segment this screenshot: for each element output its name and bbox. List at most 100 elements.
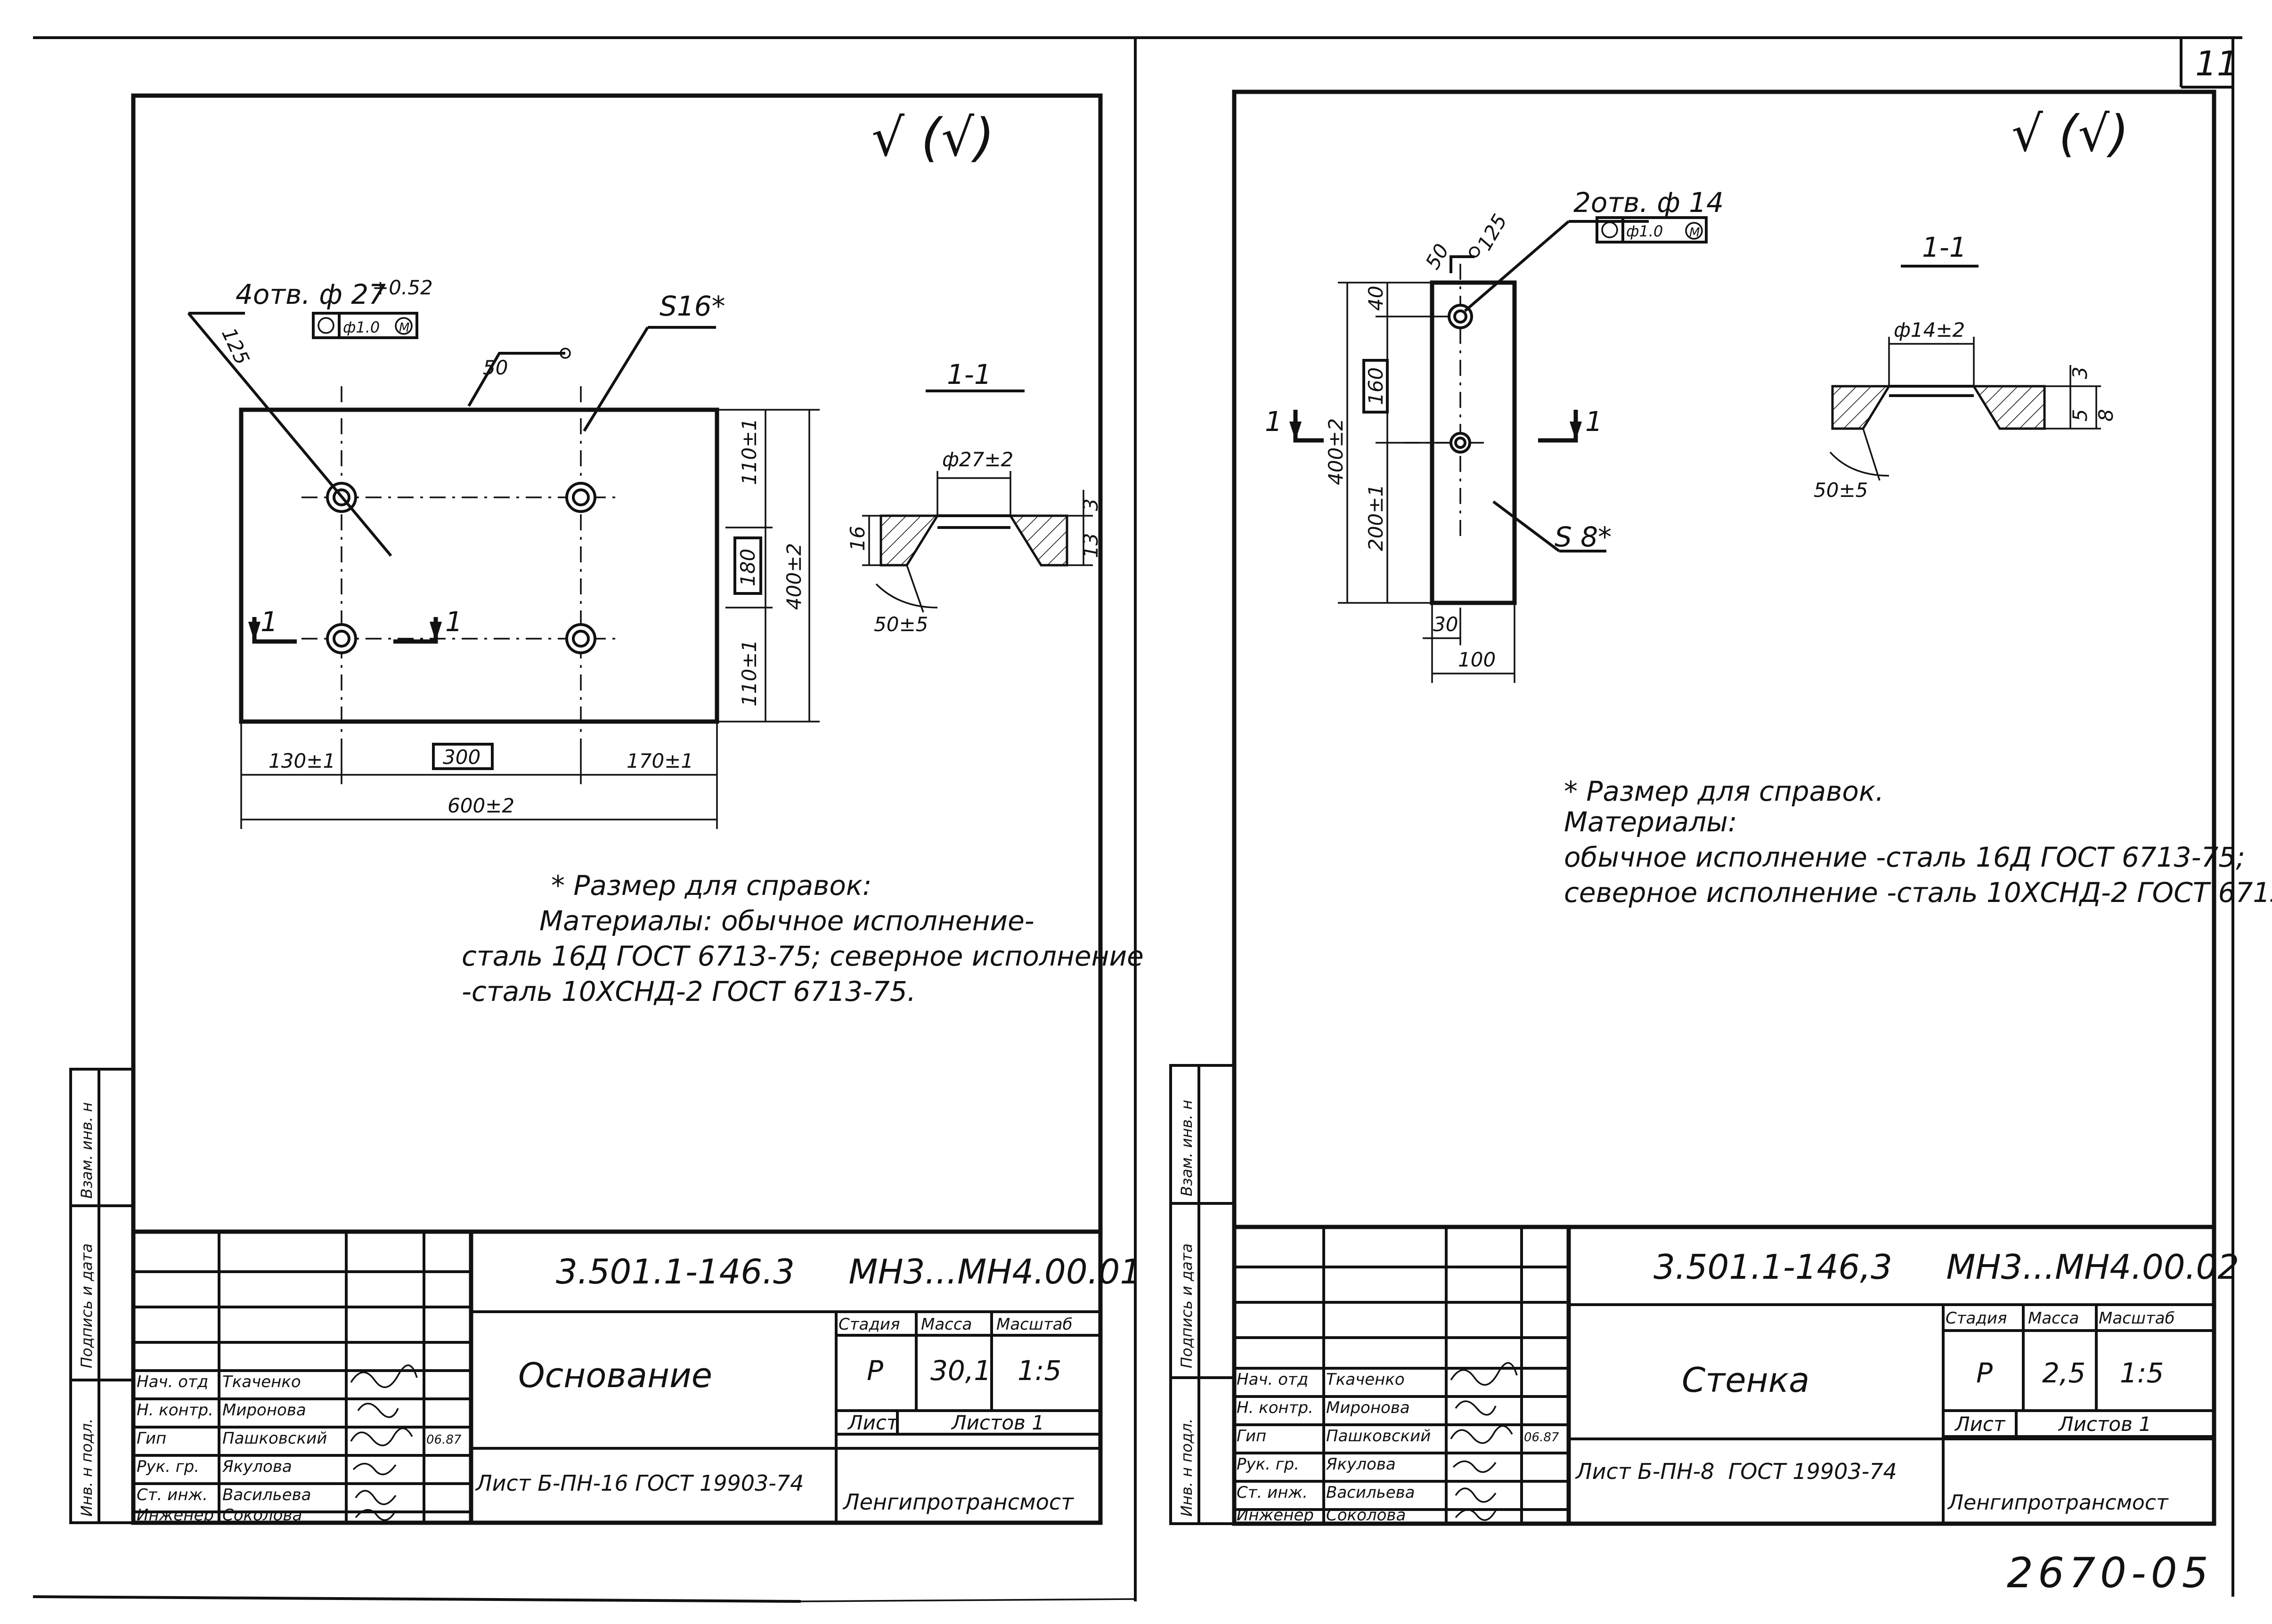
right-weld-label: 50: [1421, 240, 1453, 273]
left-role-5: Инженер: [137, 1506, 214, 1525]
base-holes: [326, 482, 596, 654]
left-dim-boxed-span: 300: [443, 746, 480, 769]
right-position-tolerance: ф1.0: [1626, 222, 1663, 240]
right-name-0: Ткаченко: [1326, 1370, 1405, 1389]
left-section-right-half: [1008, 514, 1068, 567]
left-holes-callout: 4отв. ф 27: [236, 278, 386, 310]
left-holes-tolerance: +0.52: [372, 276, 433, 299]
left-section-mark-b: 1: [445, 606, 463, 638]
right-note-2: Материалы:: [1564, 806, 1737, 838]
right-dim-width: 100: [1458, 648, 1496, 671]
left-name-3: Якулова: [222, 1457, 292, 1476]
left-dim-right: 170±1: [627, 749, 693, 772]
left-role-2: Гип: [137, 1429, 166, 1448]
right-name-4: Васильева: [1326, 1483, 1415, 1502]
left-name-5: Соколова: [222, 1506, 302, 1525]
right-section-diameter: ф14±2: [1894, 318, 1965, 341]
left-sheet: Инв. н подл. Подпись и дата Взам. инв. н…: [69, 93, 1144, 1525]
left-doc-code: 3.501.1-146.3 МН3...МН4.00.01: [556, 1252, 1141, 1291]
right-scale: 1:5: [2120, 1357, 2164, 1389]
right-mass: 2,5: [2042, 1357, 2085, 1389]
right-side-stamp: [1169, 1064, 1236, 1525]
right-section-title: 1-1: [1922, 231, 1967, 263]
right-sheets-label: Листов 1: [2058, 1413, 2151, 1436]
right-section-angle: 50±5: [1814, 479, 1868, 502]
left-name-4: Васильева: [222, 1486, 311, 1504]
left-modifier: M: [399, 321, 409, 335]
right-section-right-half: [1971, 385, 2046, 430]
right-dim-inset: 30: [1433, 613, 1458, 636]
left-role-1: Н. контр.: [137, 1401, 213, 1420]
left-dim-bottom: 110±1: [738, 640, 761, 706]
left-side-label-inv: Инв. н подл.: [78, 1419, 96, 1517]
left-sheet-label: Лист: [847, 1411, 899, 1434]
left-section-depth-top: 3: [1079, 498, 1102, 511]
left-org: Ленгипротрансмост: [842, 1489, 1074, 1515]
right-signatures: [1450, 1362, 1518, 1521]
right-modifier: M: [1689, 226, 1700, 240]
right-thickness-label: S 8*: [1555, 521, 1612, 553]
left-sheets-label: Листов 1: [951, 1411, 1044, 1434]
left-role-0: Нач. отд: [137, 1372, 208, 1391]
right-name-1: Миронова: [1326, 1398, 1410, 1417]
right-role-4: Ст. инж.: [1237, 1483, 1308, 1502]
left-stage: Р: [867, 1355, 883, 1387]
left-thickness-label: S16*: [660, 290, 725, 322]
left-dim-height: 400±2: [782, 543, 806, 610]
right-holes-callout: 2отв. ф 14: [1573, 187, 1724, 219]
left-name-1: Миронова: [222, 1401, 306, 1420]
right-role-0: Нач. отд: [1237, 1370, 1308, 1389]
page-number: 11: [2195, 44, 2239, 83]
right-sheet-label: Лист: [1954, 1413, 2006, 1436]
right-side-label-sign: Подпись и дата: [1178, 1243, 1196, 1368]
left-side-label-replace: Взам. инв. н: [78, 1102, 96, 1199]
right-side-label-replace: Взам. инв. н: [1178, 1100, 1196, 1196]
right-dim-boxed-middle: 160: [1364, 367, 1387, 405]
left-dim-left: 130±1: [269, 749, 335, 772]
right-title-block: [1234, 1225, 2214, 1524]
right-sheet: Инв. н подл. Подпись и дата Взам. инв. н…: [1169, 89, 2272, 1526]
left-section-mark-a: 1: [261, 606, 278, 638]
base-plate: [239, 407, 719, 724]
right-header-stage: Стадия: [1946, 1309, 2007, 1328]
right-note-1: * Размер для справок.: [1564, 775, 1884, 807]
right-note-4: северное исполнение -сталь 10ХСНД-2 ГОСТ…: [1564, 877, 2272, 909]
right-role-5: Инженер: [1237, 1506, 1314, 1525]
left-scale: 1:5: [1018, 1355, 1061, 1387]
left-section-angle: 50±5: [874, 613, 928, 636]
left-note-2: Материалы: обычное исполнение-: [539, 905, 1034, 937]
right-role-3: Рук. гр.: [1237, 1455, 1299, 1474]
archive-number: 2670-05: [2007, 1549, 2213, 1597]
sheet-frame: [33, 36, 2242, 1603]
left-roughness: √ (√): [871, 107, 994, 168]
left-gip-date: 06.87: [426, 1433, 462, 1447]
right-role-2: Гип: [1237, 1427, 1266, 1445]
left-material: Лист Б-ПН-16 ГОСТ 19903-74: [475, 1470, 804, 1496]
left-side-label-sign: Подпись и дата: [78, 1243, 96, 1368]
left-chamfer-label: 125: [217, 325, 254, 368]
left-role-3: Рук. гр.: [137, 1457, 199, 1476]
right-header-scale: Масштаб: [2099, 1309, 2175, 1328]
right-dim-bottom: 200±1: [1364, 484, 1387, 551]
right-material: Лист Б-ПН-8 ГОСТ 19903-74: [1575, 1459, 1897, 1484]
right-section-mark-b: 1: [1585, 406, 1603, 438]
right-name-2: Пашковский: [1326, 1427, 1431, 1445]
right-gip-date: 06.87: [1524, 1430, 1559, 1445]
left-dim-top: 110±1: [738, 418, 761, 485]
left-section-depth-rest: 13: [1079, 533, 1102, 558]
left-name-0: Ткаченко: [222, 1372, 301, 1391]
left-role-4: Ст. инж.: [137, 1486, 208, 1504]
left-weld-label: 50: [483, 356, 508, 379]
left-section-thickness: 16: [846, 526, 869, 551]
right-section-left-half: [1831, 385, 1891, 430]
left-position-tolerance: ф1.0: [343, 318, 380, 336]
right-part-name: Стенка: [1682, 1360, 1809, 1400]
left-side-stamp: [69, 1068, 135, 1524]
left-signatures: [350, 1364, 418, 1521]
left-name-2: Пашковский: [222, 1429, 327, 1448]
right-dim-height: 400±2: [1324, 418, 1347, 485]
right-section-mark-a: 1: [1265, 406, 1282, 438]
right-header-mass: Масса: [2028, 1309, 2079, 1328]
left-header-mass: Масса: [921, 1315, 972, 1334]
